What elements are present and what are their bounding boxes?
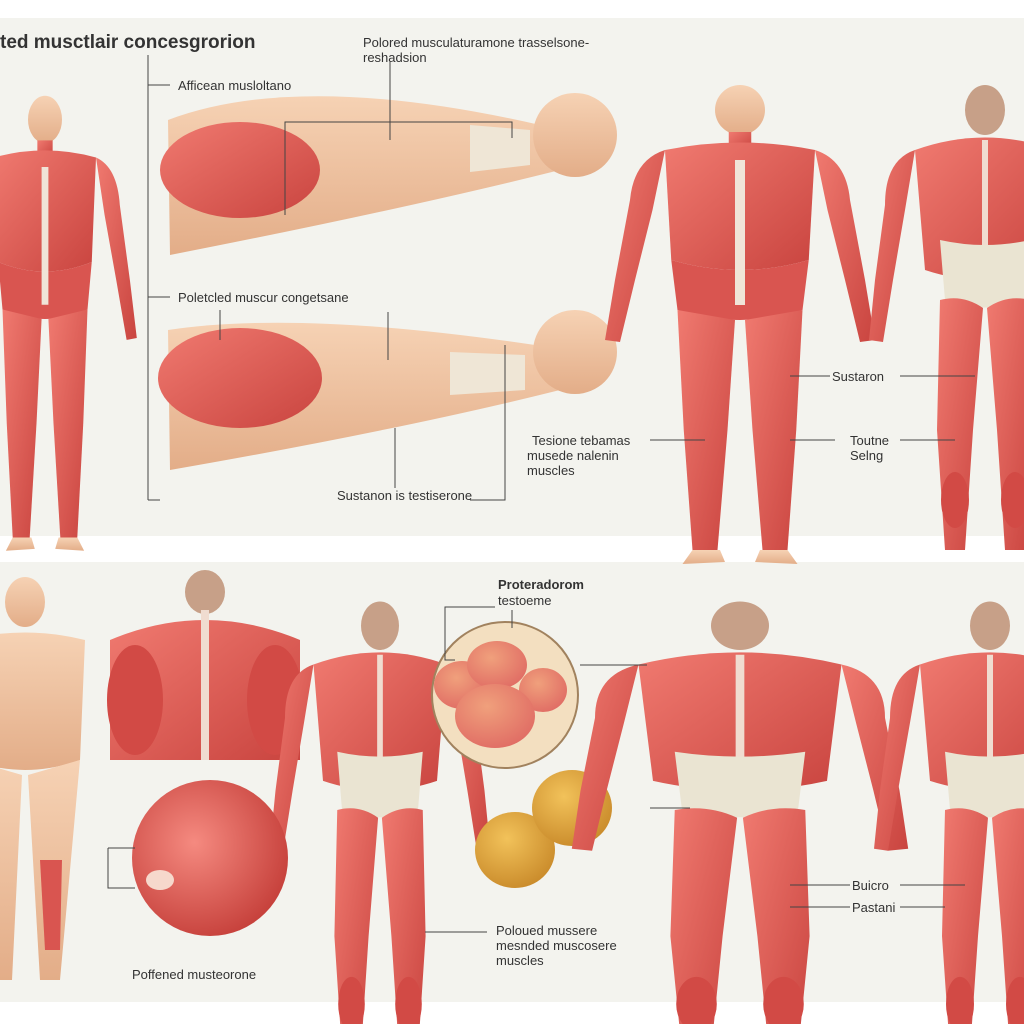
label-poloued-2: mesnded muscosere [496, 938, 617, 953]
label-tesione-1: Tesione tebamas [532, 433, 631, 448]
label-tesione-2: musede nalenin [527, 448, 619, 463]
standing-figure-skin [0, 577, 85, 980]
label-selng: Selng [850, 448, 884, 463]
label-proteradorom: Proteradorom [498, 577, 584, 592]
pill-disc [431, 621, 579, 769]
label-tesione-3: muscles [527, 463, 575, 478]
label-testoeme: testoeme [498, 593, 552, 608]
bottom-leader-lines [107, 606, 965, 933]
standing-figure-left [0, 95, 137, 551]
label-poloued-1: Poloued mussere [496, 923, 598, 938]
muscle-ball [132, 780, 288, 936]
label-sustaron: Sustaron [832, 369, 885, 384]
upper-back-muscles [107, 570, 303, 760]
muscular-figure-back-right [869, 85, 1024, 550]
label-poffened: Poffened musteorone [132, 967, 257, 982]
label-toutne: Toutne [850, 433, 890, 448]
label-pastani: Pastani [852, 900, 896, 915]
label-poloued-3: muscles [496, 953, 544, 968]
diagram-title: ted musctlair concesgrorion [0, 32, 256, 53]
label-buicro: Buicro [852, 878, 889, 893]
label-polored-muscle: Polored musculaturamone trasselsone- [363, 35, 590, 50]
top-leader-lines [147, 55, 975, 501]
label-reshadsion: reshadsion [363, 50, 427, 65]
label-afficean: Afficean musloltano [178, 78, 292, 93]
label-sustanon: Sustanon is testiserone [337, 488, 473, 503]
label-poletcled: Poletcled muscur congetsane [178, 290, 349, 305]
upper-arm-flexed-2 [158, 310, 617, 470]
upper-arm-flexed-1 [160, 93, 617, 255]
muscular-figure-front [605, 85, 875, 564]
